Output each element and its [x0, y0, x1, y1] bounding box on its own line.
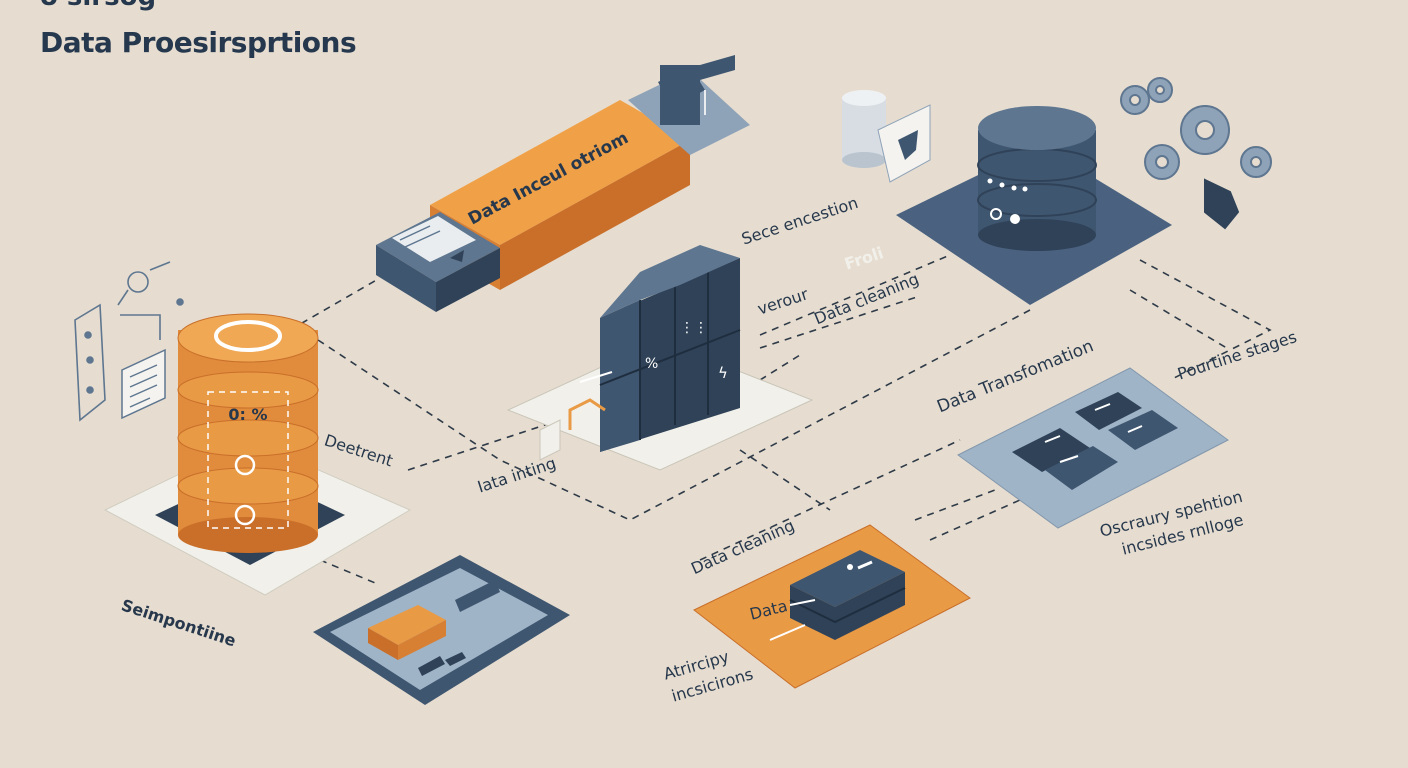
svg-text:⋮⋮: ⋮⋮ [680, 320, 708, 336]
svg-text:%: % [645, 356, 658, 372]
processor-chip-icon [628, 55, 750, 155]
transformation-platform [957, 367, 1229, 529]
storage-percent-label: 0: % [228, 405, 267, 424]
orange-storage-cylinder: 0: % [103, 313, 412, 596]
laptop-terminal-icon [313, 555, 570, 705]
workflow-doodle-icon [74, 261, 184, 422]
page-title: Data Proesirsprtions [40, 26, 357, 59]
page-title-fragment: o sirsog [40, 0, 156, 12]
document-icon [121, 348, 166, 420]
database-server-icon [896, 106, 1172, 305]
central-server-cube: ⋮⋮ % ϟ [506, 245, 814, 471]
svg-text:ϟ: ϟ [718, 364, 728, 382]
input-tray [376, 212, 500, 312]
connector-lines [289, 254, 1272, 586]
processing-platform [693, 524, 971, 689]
gear-cluster-icon [1120, 77, 1272, 230]
cylinder-document-icon [842, 90, 931, 183]
